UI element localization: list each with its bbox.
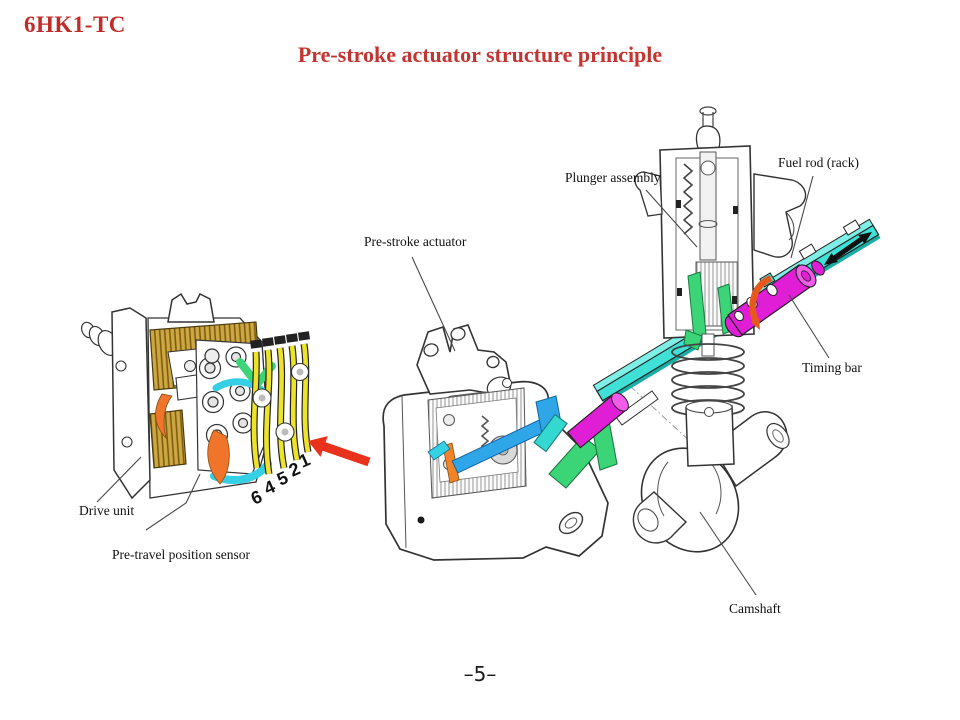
- slide-direction-arrow-icon: [824, 232, 872, 265]
- timing-bar-illustration: [724, 232, 872, 338]
- label-timing-bar: Timing bar: [802, 360, 862, 375]
- rotation-arrow-icon: [749, 275, 773, 330]
- label-drive-unit: Drive unit: [79, 503, 135, 518]
- label-pre-stroke-actuator: Pre-stroke actuator: [364, 234, 467, 249]
- page-number: –5–: [463, 662, 497, 686]
- cylinder-number: 4: [261, 476, 278, 498]
- plunger-assembly-illustration: [634, 106, 807, 467]
- label-camshaft: Camshaft: [729, 601, 781, 616]
- cylinder-number: 6: [248, 486, 265, 508]
- camshaft-illustration: [629, 385, 790, 553]
- pre-stroke-actuator-illustration: [382, 324, 659, 561]
- label-plunger-assembly: Plunger assembly: [565, 170, 661, 185]
- page-title: Pre-stroke actuator structure principle: [297, 42, 663, 67]
- label-pre-travel-position-sensor: Pre-travel position sensor: [112, 547, 250, 562]
- leader-lines: [96, 175, 830, 596]
- red-pointer-arrow-icon: [308, 436, 371, 467]
- label-fuel-rod: Fuel rod (rack): [778, 155, 859, 170]
- drive-unit-illustration: 6 4 5 2 1: [80, 292, 371, 509]
- model-code: 6HK1-TC: [24, 12, 126, 37]
